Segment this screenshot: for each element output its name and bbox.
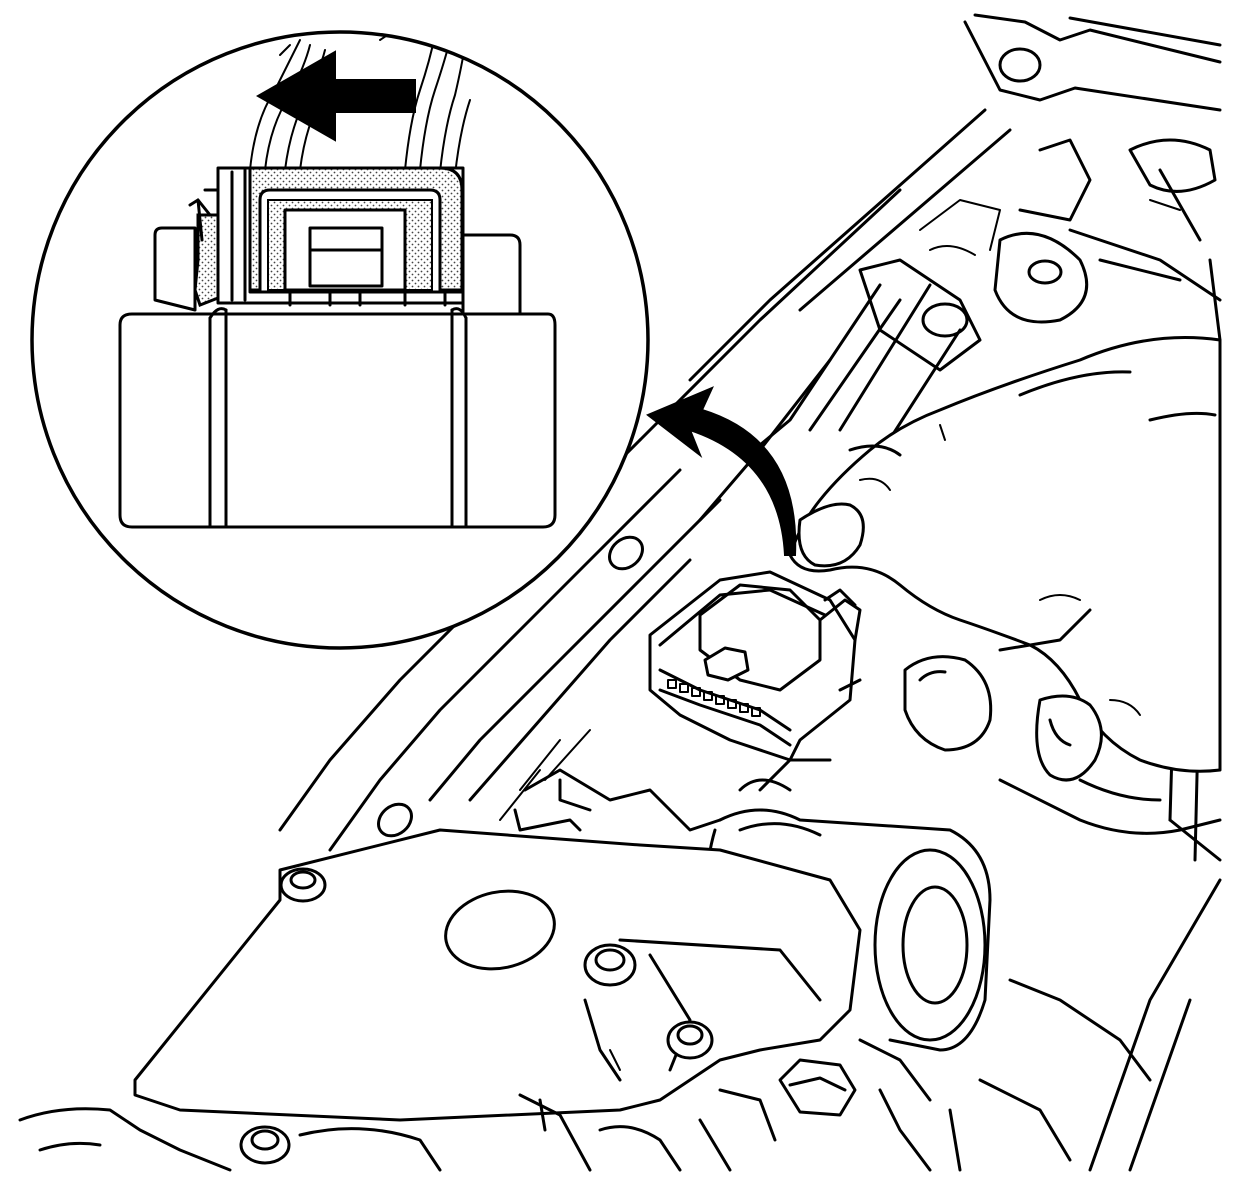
bolt	[279, 867, 327, 903]
arrow-left-icon	[255, 50, 416, 142]
detail-view-circle	[30, 30, 650, 650]
bolt	[239, 1125, 291, 1165]
connector-locking-tab	[203, 166, 465, 307]
valve-body-housing	[18, 13, 1222, 1172]
electrical-connector	[648, 570, 862, 762]
connector-latch	[188, 198, 220, 307]
bolt	[778, 1058, 857, 1117]
bolt	[666, 1020, 714, 1060]
bolt	[583, 943, 637, 987]
connector-terminals	[667, 679, 761, 717]
technician-hand	[788, 336, 1222, 835]
connector-body	[118, 307, 557, 529]
curved-arrow-icon	[646, 386, 797, 556]
